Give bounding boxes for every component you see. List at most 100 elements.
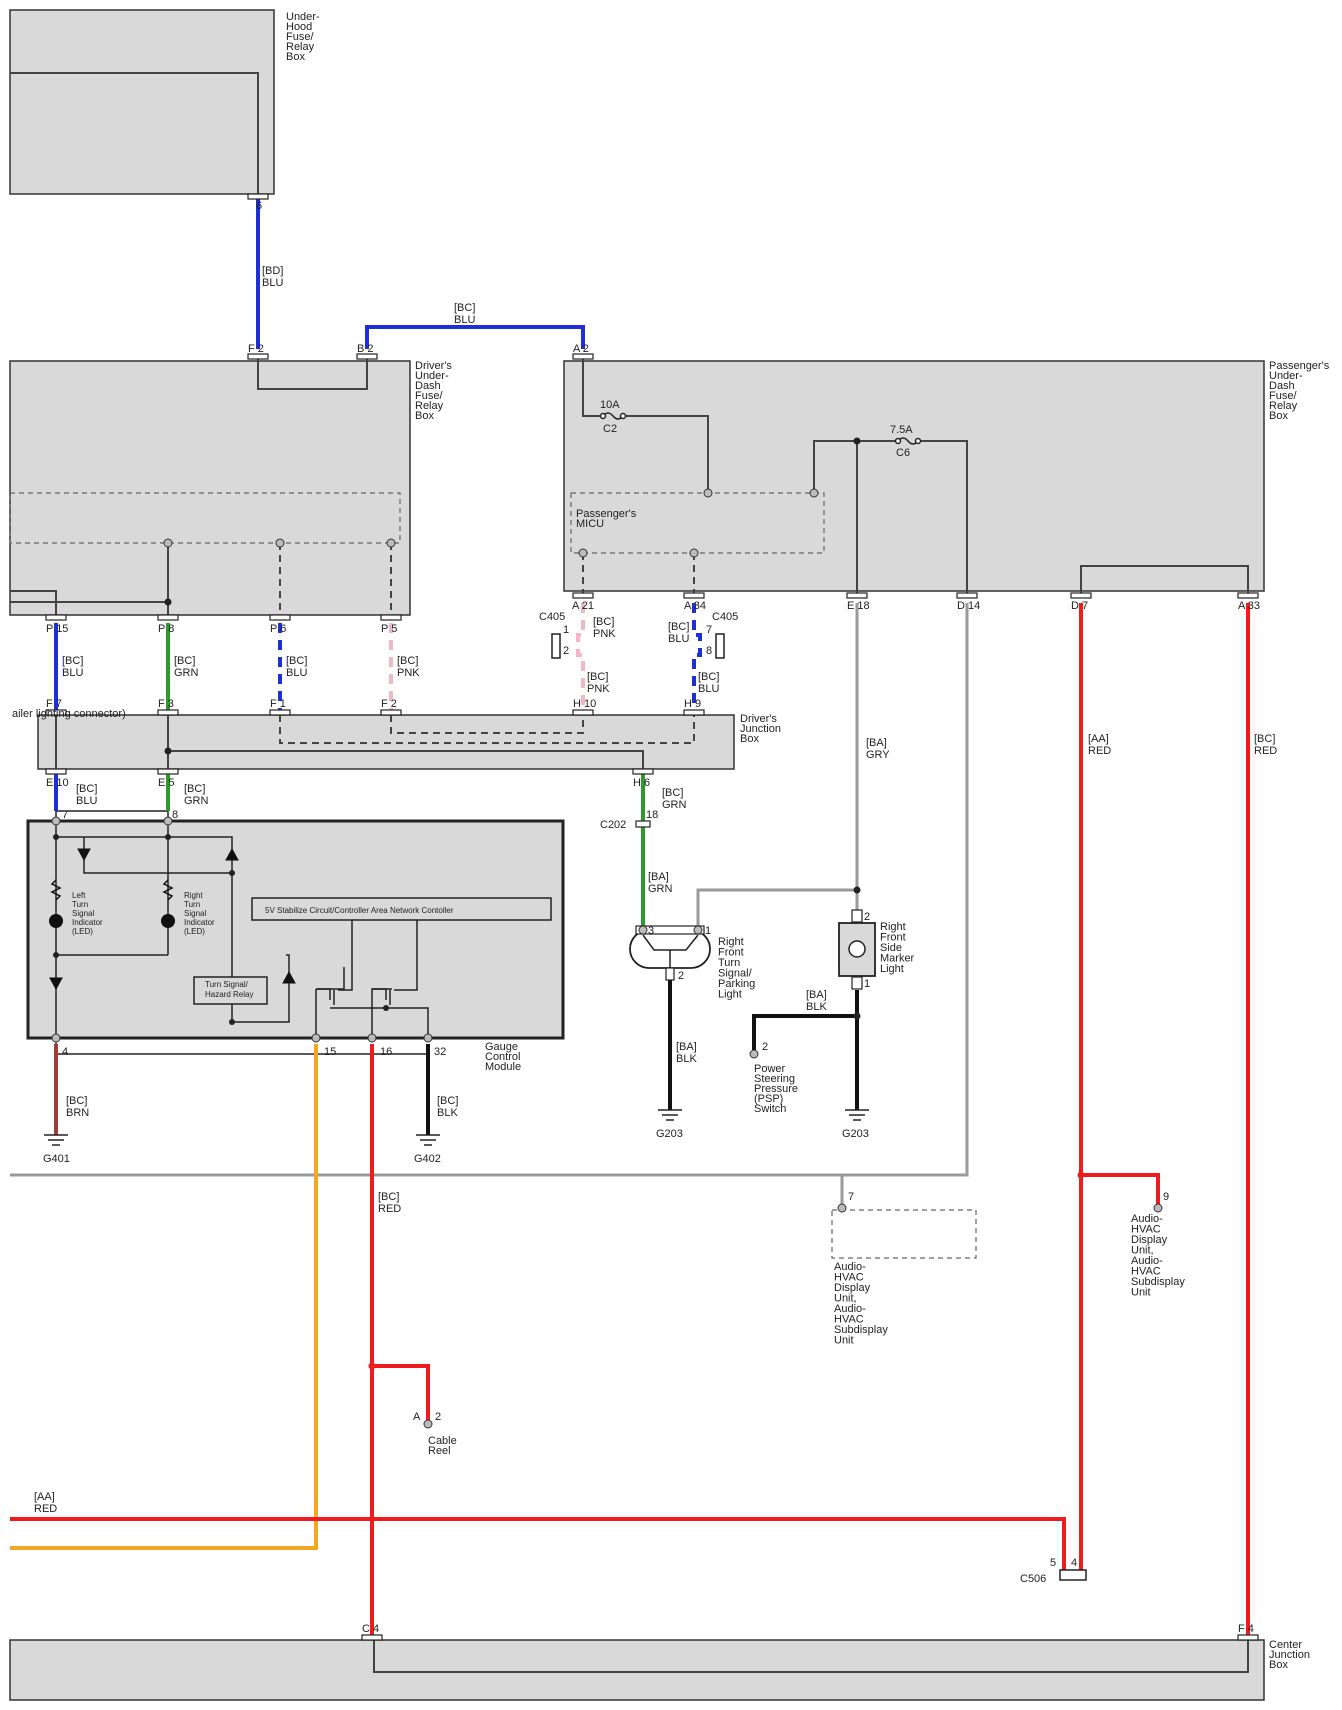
pin-f4: F 4 [1238,1623,1254,1635]
fuse-c2-name: C2 [603,423,617,435]
turn-relay-label: Turn Signal/Hazard Relay [205,980,253,999]
label-bd-blu: [BD]BLU [262,265,283,289]
pin-t1: 1 [705,925,711,937]
audio-hvac-dashed-box [831,1209,977,1259]
wire-aa-red-bottom [10,1517,1066,1570]
label-ba-blk-marker: [BA]BLK [806,989,827,1013]
turn-light-pin-2 [665,967,675,981]
pin-f3: F 3 [158,698,174,710]
pin-p15: P 15 [46,623,68,635]
marker-bulb-icon [848,940,866,958]
label-p5: [BC]PNK [397,655,420,679]
pin-au9: 9 [1163,1191,1169,1203]
fuse-c6 [894,437,922,445]
wire-bc-blu-top [365,325,585,349]
pin-h9: H 9 [684,698,701,710]
gcm-transistors [316,985,418,1005]
pin-p8: P 8 [158,623,174,635]
pin-h6: H 6 [633,777,650,789]
pin-p6: P 6 [270,623,286,635]
pin-p5: P 5 [381,623,397,635]
open-terminals [51,488,1163,1429]
pin-e18: E 18 [847,600,870,612]
p15-internal-trace [10,590,57,618]
pin-m1: 1 [864,978,870,990]
center-jb-internal-trace [373,1640,1249,1673]
c405-left-connector [551,633,561,659]
diode-icon [225,847,239,861]
label-p8: [BC]GRN [174,655,199,679]
pin-labels: 6 F 2 B 2 A 2 P 15 P 8 P 6 P 5 A 21 A 34… [46,200,1260,1635]
c202-label: C202 [600,819,626,831]
label-a21: [BC]PNK [593,616,616,640]
c405-left-label: C405 [539,611,565,623]
pin-a34: A 34 [684,600,706,612]
pin-d14: D 14 [957,600,980,612]
gcm-diodes [49,847,296,991]
pin-c405-7: 7 [706,624,712,636]
pin-c506-4: 4 [1071,1557,1077,1569]
pin-e10: E 10 [46,777,69,789]
pin-d7: D 7 [1071,600,1088,612]
label-h9: [BC]BLU [698,671,719,695]
pin-uh-6: 6 [256,200,262,212]
pin-psp2: 2 [762,1041,768,1053]
jb-e5-h6-trace [168,750,644,769]
diode-icon [77,848,91,862]
label-bc-blu-top: [BC]BLU [454,302,475,326]
g203b-label: G203 [842,1128,869,1140]
wire-a21-h10 [576,603,585,710]
fuse-c2 [599,412,627,420]
pin-g8: 8 [172,809,178,821]
drivers-dash-bridge-trace [257,354,368,390]
g203a-label: G203 [656,1128,683,1140]
wire-red-to-audio [1081,1173,1160,1205]
c506-label: C506 [1020,1573,1046,1585]
wire-a34-h9 [692,603,702,710]
marker-pin-1 [851,976,863,990]
pin-g4: 4 [62,1046,68,1058]
pin-m2: 2 [864,911,870,923]
label-ba-gry: [BA]GRY [866,737,890,761]
under-hood-internal-trace [10,72,259,194]
pin-g7: 7 [62,809,68,821]
pin-c202-18: 18 [646,809,658,821]
label-aa-red: [AA]RED [1088,733,1111,757]
g402-label: G402 [414,1153,441,1165]
fuse-c6-in-trace [813,440,898,493]
jb-f12-h10-trace [390,715,584,734]
diode-icon [49,977,63,991]
turn-light-filament [642,934,699,968]
pin-c405-1: 1 [563,624,569,636]
label-h6: [BC]GRN [662,787,687,811]
fuse-c2-rating: 10A [600,399,620,411]
wire-psp-blk [752,1014,857,1052]
g401-label: G401 [43,1153,70,1165]
pin-h10: H 10 [573,698,596,710]
jb-f1-h9-trace [279,715,695,744]
passengers-micu-dashed-box [570,492,825,554]
pin-f12: F 2 [381,698,397,710]
pin-c4: C 4 [362,1623,379,1635]
pin-b2: B 2 [357,343,374,355]
trailer-note: ailer lighting connector) [12,708,126,720]
label-aa-red-bottom: [AA]RED [34,1491,57,1515]
pin-t3: 3 [648,925,654,937]
under-hood-fuse-relay-box [9,9,275,195]
diode-icon [282,970,296,984]
fuse-c2-out-trace [623,415,709,493]
passengers-under-dash-fuse-relay-box [563,360,1265,592]
colored-wires [10,199,1250,1635]
wire-red-cable-reel [372,1364,430,1422]
wire-labels: [BD]BLU [BC]BLU [BC]BLU [BC]GRN [BC]BLU … [34,265,1277,1515]
